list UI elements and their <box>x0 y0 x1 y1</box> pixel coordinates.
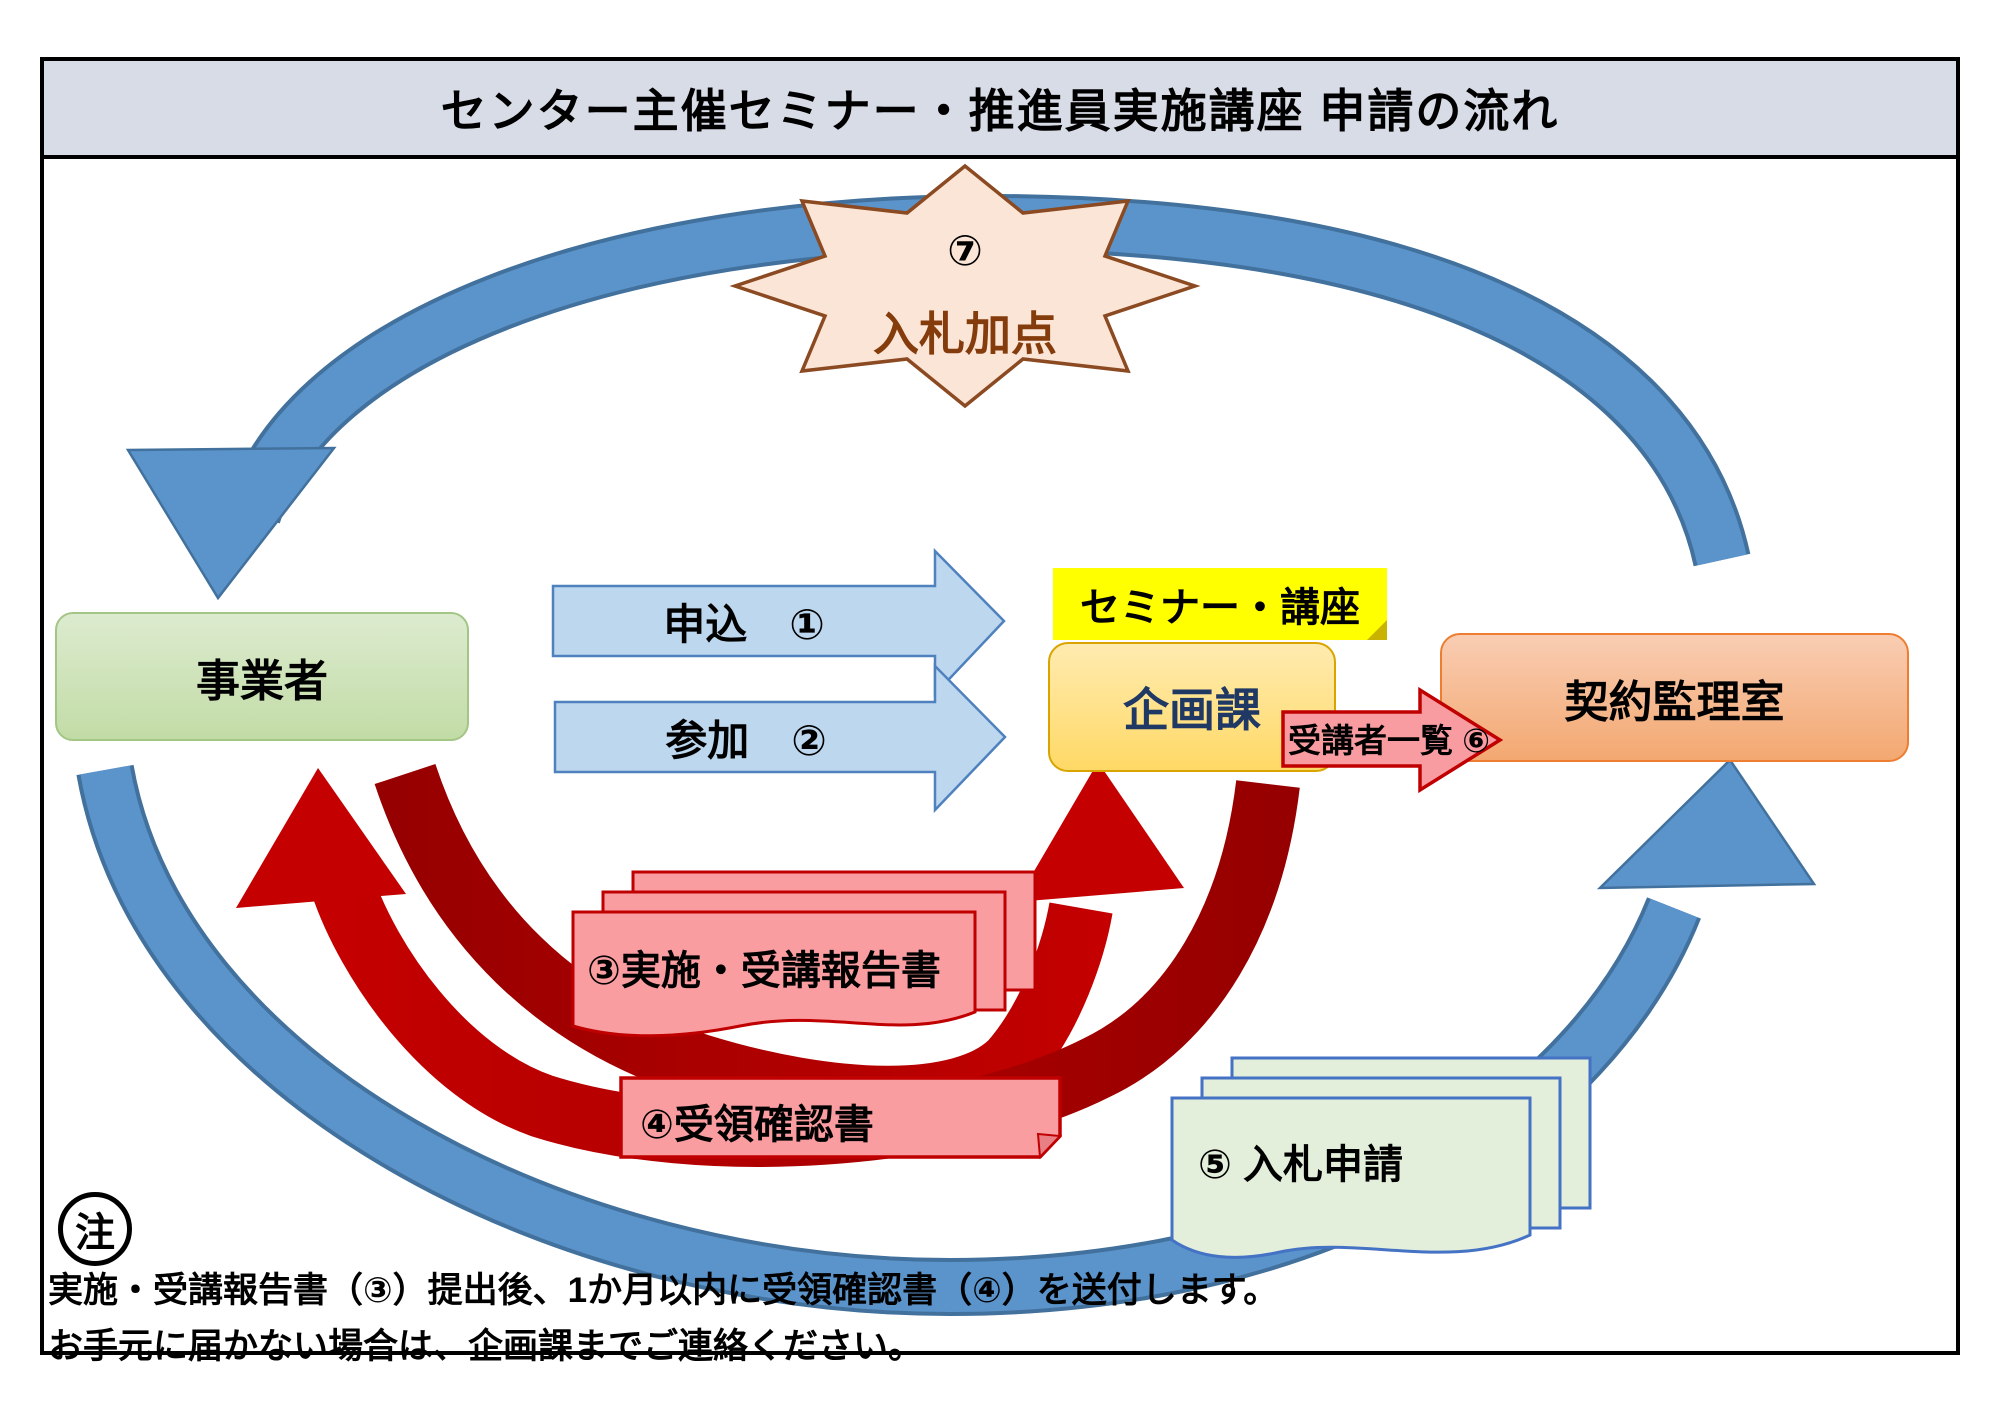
node-contract-office: 契約監理室 <box>1440 633 1909 762</box>
node-seminar-course: セミナー・講座 <box>1053 568 1387 640</box>
note-line-2: お手元に届かない場合は、企画課までご連絡ください。 <box>48 1327 924 1366</box>
blue-arrowhead-to-business <box>125 446 337 601</box>
bid-application-label: ⑤ 入札申請 <box>1198 1143 1403 1187</box>
folded-corner <box>1367 620 1387 640</box>
participate-block-arrow <box>553 662 1007 814</box>
page-title: センター主催セミナー・推進員実施講座 申請の流れ <box>40 57 1960 159</box>
attendee-list-arrow <box>1281 686 1504 794</box>
bid-application-doc-stack <box>1170 1056 1592 1259</box>
participate-arrow-label: 参加 ② <box>665 716 827 764</box>
blue-arrowhead-to-contract <box>1596 758 1817 890</box>
note-mark-icon: 注 <box>58 1192 132 1266</box>
node-planning-section: 企画課 <box>1048 642 1336 772</box>
red-arrowhead-to-business <box>236 768 406 908</box>
apply-block-arrow <box>551 547 1006 698</box>
bid-point-label: 入札加点 <box>873 308 1057 360</box>
red-arrowhead-to-planning <box>1016 762 1184 902</box>
node-business: 事業者 <box>55 612 469 741</box>
note-line-1: 実施・受講報告書（③）提出後、1か月以内に受領確認書（④）を送付します。 <box>48 1271 1279 1310</box>
bid-point-number: ⑦ <box>947 226 983 274</box>
apply-arrow-label: 申込 ① <box>663 600 825 648</box>
bid-point-starburst <box>729 163 1201 409</box>
receipt-box <box>619 1076 1063 1160</box>
node-seminar-label: セミナー・講座 <box>1080 586 1360 630</box>
report-doc-label: ③実施・受講報告書 <box>587 949 941 993</box>
receipt-box-label: ④受領確認書 <box>640 1103 874 1147</box>
report-doc-stack <box>571 870 1037 1038</box>
attendee-list-label: 受講者一覧 ⑥ <box>1287 722 1491 759</box>
